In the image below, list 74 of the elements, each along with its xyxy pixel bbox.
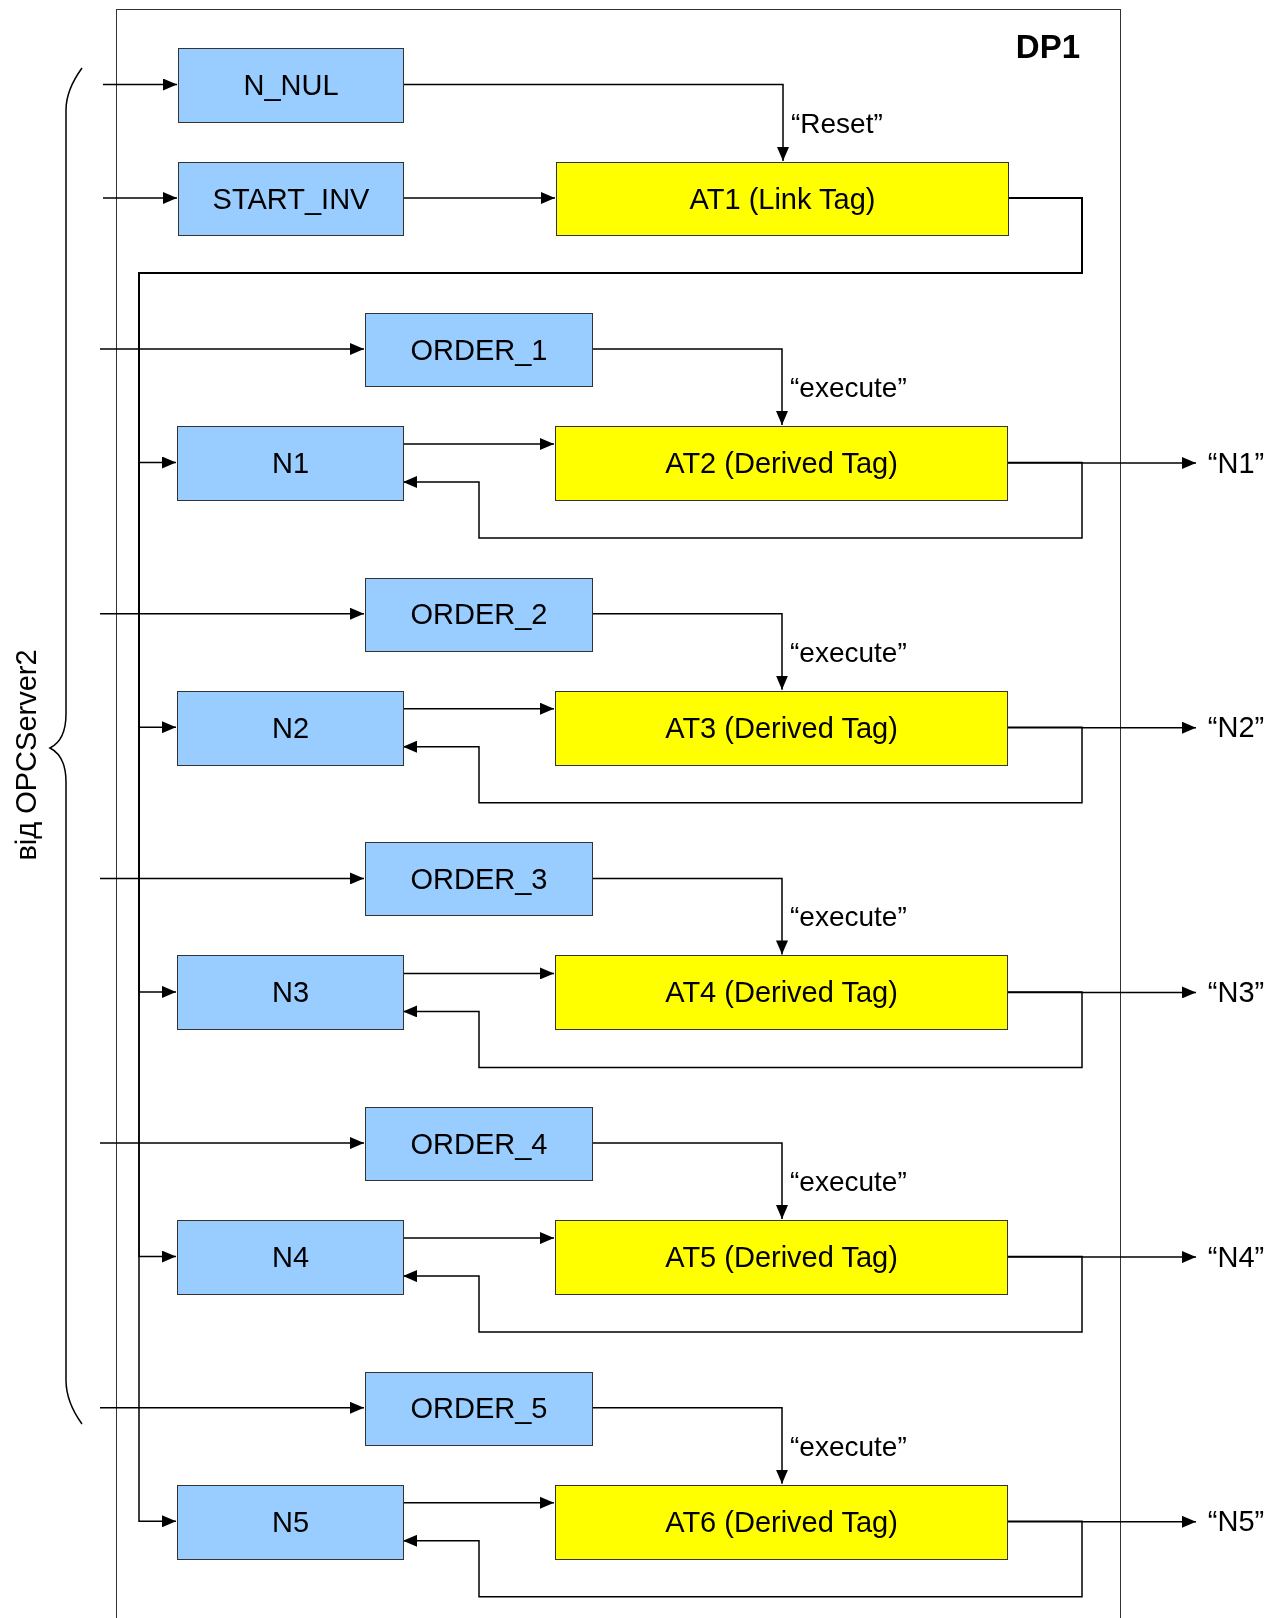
tag-box — [555, 1220, 1008, 1296]
arrow — [402, 461, 1083, 539]
variable-box — [365, 842, 593, 917]
side-label: від OPCServer2 — [9, 649, 43, 861]
arrow — [402, 1255, 1083, 1333]
arrow — [402, 1232, 555, 1245]
box-label: AT4 (Derived Tag) — [665, 976, 898, 1010]
arrow — [1006, 457, 1197, 469]
box-label: ORDER_2 — [410, 598, 548, 632]
arrow — [1006, 1515, 1197, 1528]
box-label: “N2” — [1207, 711, 1265, 745]
arrow — [402, 438, 555, 450]
arrow — [402, 991, 1083, 1069]
arrow — [99, 1137, 365, 1150]
box-label: ORDER_3 — [410, 862, 548, 896]
arrow — [99, 343, 365, 355]
arrow — [591, 612, 788, 691]
arrow — [402, 83, 789, 162]
tag-box — [555, 426, 1008, 501]
tag-box — [555, 690, 1008, 766]
box-label: N3 — [271, 976, 310, 1010]
arrow — [402, 702, 555, 715]
variable-box — [177, 690, 404, 766]
variable-box — [365, 313, 593, 387]
variable-box — [177, 1484, 404, 1560]
box-label: N_NUL — [243, 69, 339, 102]
arrow — [99, 872, 365, 885]
arrow — [102, 78, 178, 91]
box-label: AT2 (Derived Tag) — [665, 447, 898, 480]
arrow — [138, 197, 1083, 1528]
arrow — [591, 877, 788, 956]
variable-box — [178, 162, 404, 236]
box-label: N4 — [271, 1241, 310, 1275]
arrow — [591, 1142, 788, 1220]
box-label: “N4” — [1207, 1240, 1265, 1274]
variable-box — [365, 1107, 593, 1182]
box-label: N5 — [271, 1505, 310, 1539]
tag-box — [555, 955, 1008, 1031]
arrow — [102, 192, 178, 204]
arrow — [402, 1520, 1083, 1598]
tag-box — [555, 1484, 1008, 1560]
variable-box — [365, 577, 593, 652]
box-label: AT1 (Link Tag) — [689, 182, 876, 216]
box-label: AT6 (Derived Tag) — [665, 1505, 898, 1539]
arrow — [402, 967, 555, 980]
arrow — [99, 607, 365, 620]
box-label: ORDER_5 — [410, 1392, 548, 1426]
arrow — [99, 1401, 365, 1414]
variable-box — [177, 426, 404, 501]
arrow — [402, 1496, 555, 1509]
arrow — [402, 192, 556, 204]
box-label: “N5” — [1207, 1505, 1265, 1539]
box-label: “N3” — [1207, 975, 1265, 1009]
arrow — [1006, 986, 1197, 999]
variable-box — [365, 1371, 593, 1446]
box-label: START_INV — [212, 182, 370, 216]
frame-title: DP1 — [1015, 28, 1080, 66]
arrow — [1006, 721, 1197, 734]
box-label: ORDER_4 — [410, 1127, 548, 1161]
variable-box — [177, 1220, 404, 1296]
group-frame — [116, 9, 1121, 1618]
variable-box — [178, 48, 404, 123]
box-label: “N1” — [1207, 446, 1265, 480]
arrow — [1006, 1251, 1197, 1264]
box-label: N2 — [271, 711, 310, 745]
box-label: AT5 (Derived Tag) — [665, 1241, 898, 1275]
arrow — [591, 348, 788, 426]
arrow — [402, 726, 1083, 804]
box-label: ORDER_1 — [410, 333, 548, 367]
variable-box — [177, 955, 404, 1031]
arrow — [591, 1407, 788, 1485]
box-label: AT3 (Derived Tag) — [665, 711, 898, 745]
box-label: N1 — [271, 447, 310, 480]
tag-box — [556, 162, 1009, 236]
